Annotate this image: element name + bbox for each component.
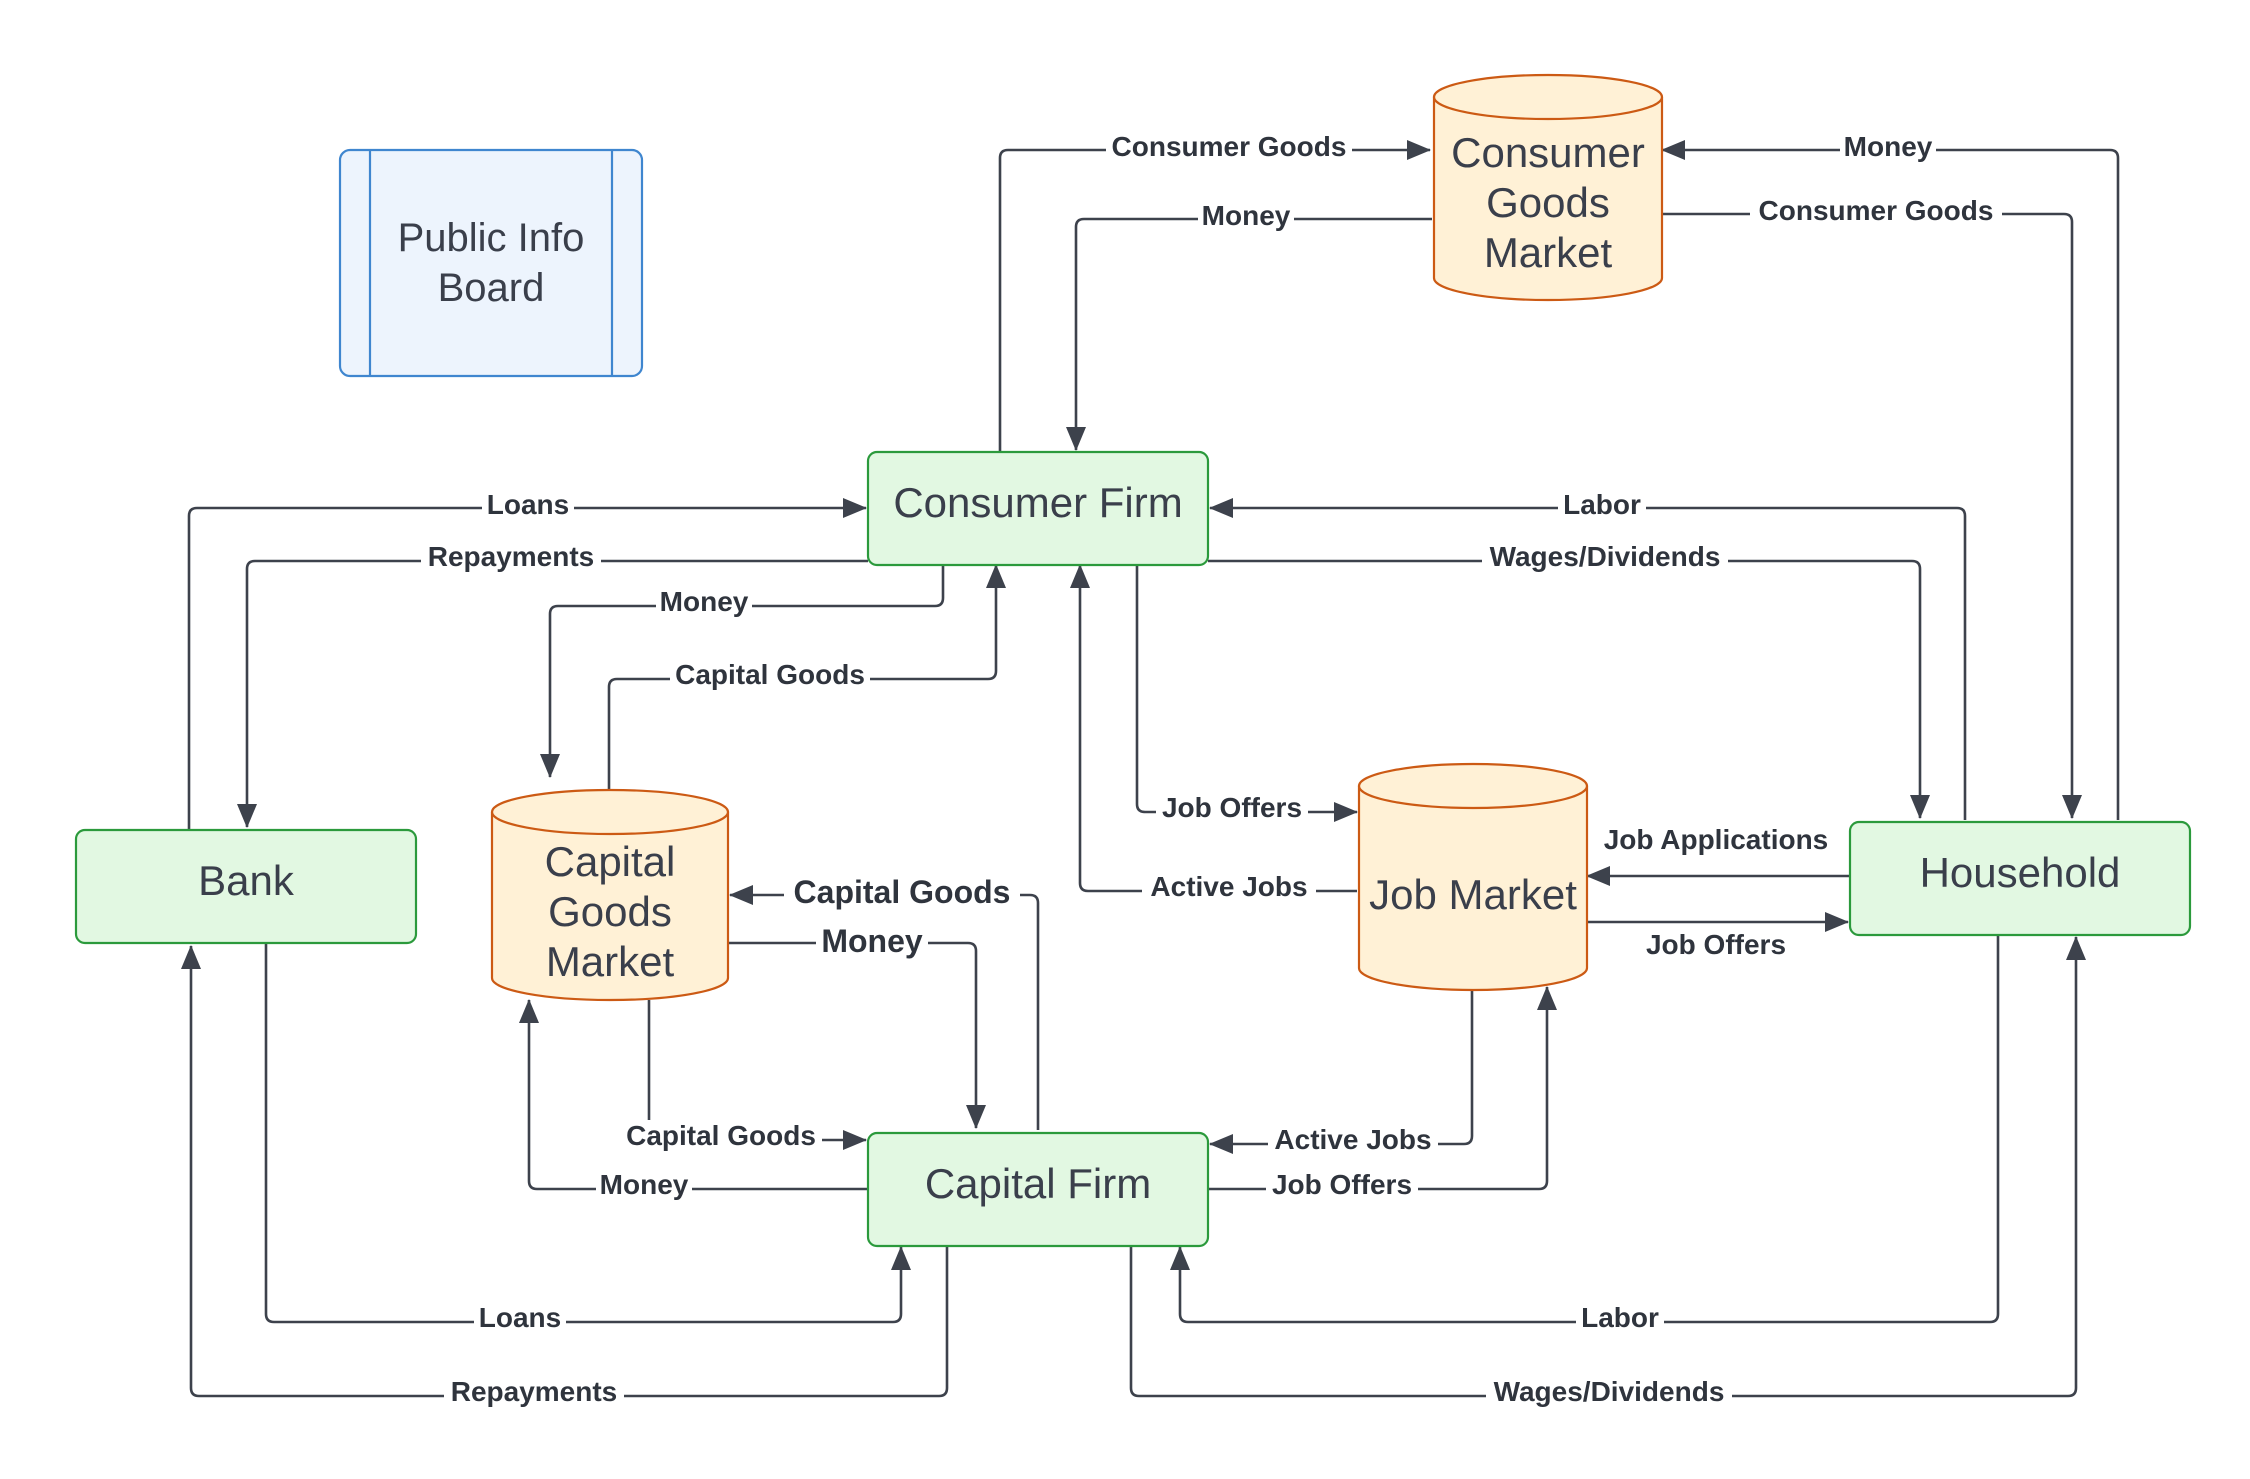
edge-label-jm-to-cf-active: Active Jobs — [1150, 871, 1307, 902]
job-market-label: Job Market — [1369, 871, 1577, 918]
edges — [181, 140, 2120, 1398]
edge-cf-to-cgm-goods — [998, 140, 1431, 452]
consumer-firm-label: Consumer Firm — [893, 479, 1182, 526]
edge-cf-to-jm-offers — [1135, 565, 1358, 822]
edge-label-bank-to-kf-loans: Loans — [479, 1302, 561, 1333]
edge-label-capm-to-kf-goods: Capital Goods — [626, 1120, 816, 1151]
edge-label-cf-to-jm-offers: Job Offers — [1162, 792, 1302, 823]
edge-kf-to-jm-offers — [1208, 986, 1557, 1191]
edge-cgm-to-cf-money — [1066, 217, 1432, 451]
edge-label-kf-to-capm-money: Money — [600, 1169, 689, 1200]
household-node: Household — [1848, 820, 2192, 937]
edge-label-jm-to-kf-active: Active Jobs — [1274, 1124, 1431, 1155]
edge-label-hh-to-kf-labor: Labor — [1581, 1302, 1659, 1333]
edge-cgm-to-hh-goods — [1662, 212, 2082, 819]
edge-jm-to-cf-active — [1070, 564, 1357, 893]
edge-label-jm-to-hh-offers: Job Offers — [1646, 929, 1786, 960]
edge-capm-to-kf-money — [728, 941, 986, 1129]
edge-label-capm-to-kf-money: Money — [821, 923, 923, 959]
edge-cf-to-hh-wages — [1208, 559, 1930, 819]
job-market-node: Job Market — [1357, 762, 1589, 992]
edge-label-kf-to-capm-goods: Capital Goods — [794, 874, 1011, 910]
consumer-goods-market-label: Consumer Goods Market — [1451, 129, 1645, 276]
household-label: Household — [1920, 849, 2121, 896]
bank-node: Bank — [74, 828, 418, 945]
edge-label-cgm-to-cf-money: Money — [1202, 200, 1291, 231]
edge-label-cf-to-bank-repay: Repayments — [428, 541, 595, 572]
public-info-board-label: Public Info Board — [397, 216, 585, 310]
capital-goods-market-node: Capital Goods Market — [490, 788, 730, 1002]
edge-label-kf-to-bank-repay: Repayments — [451, 1376, 618, 1407]
capital-firm-node: Capital Firm — [866, 1131, 1210, 1248]
edge-cf-to-bank-repay — [237, 559, 868, 828]
edge-label-kf-to-hh-wages: Wages/Dividends — [1494, 1376, 1725, 1407]
edge-bank-to-cf-loans — [187, 498, 867, 830]
edge-hh-to-cgm-money — [1661, 140, 2120, 820]
edge-labels: Consumer Goods Money Money Consumer Good… — [421, 131, 2002, 1410]
edge-bank-to-kf-loans — [264, 944, 911, 1324]
edge-label-kf-to-jm-offers: Job Offers — [1272, 1169, 1412, 1200]
edge-label-capm-to-cf-goods: Capital Goods — [675, 659, 865, 690]
edge-label-hh-to-jm-apps: Job Applications — [1604, 824, 1829, 855]
edge-label-cf-to-hh-wages: Wages/Dividends — [1490, 541, 1721, 572]
edge-label-cgm-to-hh-goods: Consumer Goods — [1759, 195, 1994, 226]
edge-label-hh-to-cgm-money: Money — [1844, 131, 1933, 162]
capital-goods-market-label: Capital Goods Market — [544, 838, 676, 985]
consumer-firm-node: Consumer Firm — [866, 450, 1210, 567]
edge-kf-to-capm-goods — [729, 885, 1040, 1130]
edge-label-bank-to-cf-loans: Loans — [487, 489, 569, 520]
edge-capm-to-kf-goods — [647, 1000, 867, 1150]
capital-firm-label: Capital Firm — [925, 1160, 1151, 1207]
edge-kf-to-capm-money — [519, 999, 868, 1191]
edge-label-cf-to-cgm-goods: Consumer Goods — [1112, 131, 1347, 162]
bank-label: Bank — [198, 857, 295, 904]
edge-label-cf-to-capm-money: Money — [660, 586, 749, 617]
consumer-goods-market-node: Consumer Goods Market — [1432, 73, 1664, 302]
edge-kf-to-bank-repay — [181, 945, 949, 1398]
edge-label-hh-to-cf-labor: Labor — [1563, 489, 1641, 520]
edge-jm-to-kf-active — [1209, 990, 1474, 1154]
edge-hh-to-cf-labor — [1209, 498, 1967, 820]
public-info-board-node: Public Info Board — [338, 148, 644, 378]
